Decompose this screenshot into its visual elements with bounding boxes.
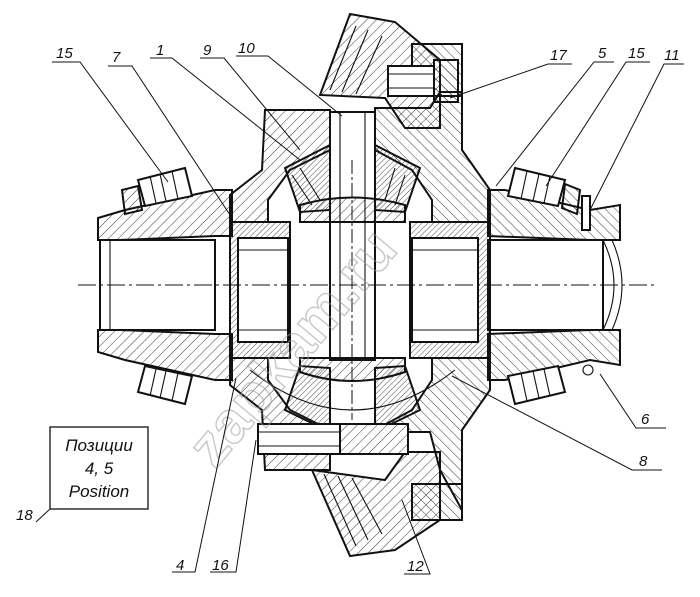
bearing-left-top	[120, 166, 194, 216]
note-line-1: Позиции	[65, 436, 133, 455]
side-gear-left	[229, 221, 291, 359]
note-line-3: Position	[69, 482, 129, 501]
pinion-lower	[283, 364, 422, 434]
callout-15-left: 15	[56, 45, 73, 62]
callout-12: 12	[407, 558, 424, 575]
bearing-right-top	[506, 166, 582, 216]
callout-10: 10	[238, 40, 255, 57]
callout-9: 9	[203, 42, 212, 59]
bolt-lower	[257, 423, 409, 455]
callout-5: 5	[598, 45, 607, 62]
side-gear-right	[409, 221, 491, 359]
bolt-upper	[387, 59, 459, 103]
pinion-upper	[283, 143, 422, 214]
callout-18: 18	[16, 507, 33, 524]
callout-11: 11	[664, 47, 680, 64]
callout-16: 16	[212, 557, 229, 574]
callout-6: 6	[641, 411, 650, 428]
callout-8: 8	[639, 453, 648, 470]
callout-labels: 15 7 1 9 10 17 5 15 11 6 8 4 16 12 18	[16, 40, 680, 575]
bearing-left-bottom	[136, 364, 194, 406]
position-note-box: Позиции 4, 5 Position	[35, 426, 149, 523]
note-line-2: 4, 5	[85, 459, 114, 478]
callout-17: 17	[550, 47, 567, 64]
callout-1: 1	[156, 42, 164, 59]
bearing-right-bottom	[506, 364, 567, 406]
callout-15-right: 15	[628, 45, 645, 62]
callout-4: 4	[176, 557, 184, 574]
callout-7: 7	[112, 49, 121, 66]
leader-lines	[52, 55, 684, 575]
ring-gear-bottom	[310, 451, 441, 558]
lock-ring-right	[581, 195, 594, 376]
